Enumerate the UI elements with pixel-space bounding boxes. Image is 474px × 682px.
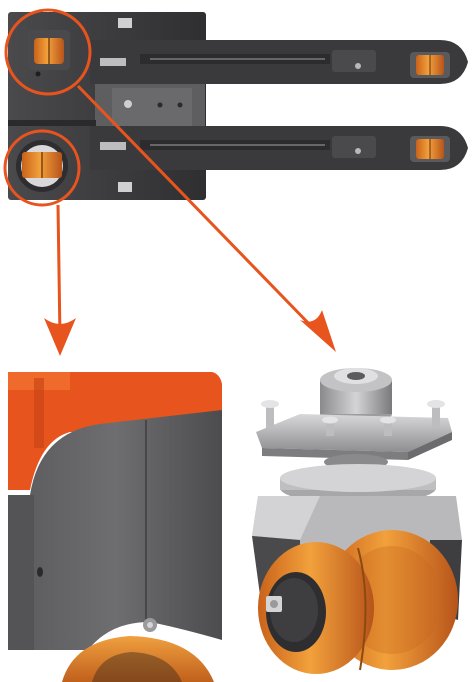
plate-side [408, 432, 452, 460]
bolt-shaft [432, 404, 440, 428]
front-wheel-hub [270, 578, 318, 642]
wheel-gap [357, 547, 367, 671]
side-detail-wheel [62, 636, 214, 682]
axle-end [270, 600, 278, 608]
upper-fork-pin [355, 63, 361, 69]
callout-circle-upper-caster [4, 8, 92, 96]
bolt-head [322, 416, 338, 424]
housing-edge [8, 495, 34, 650]
center-hole [157, 102, 163, 108]
arrow-to-caster-detail [76, 84, 317, 332]
center-hole [177, 102, 183, 108]
wheel-shadow [92, 652, 182, 682]
housing-hole [37, 567, 43, 577]
bracket-highlight [252, 496, 320, 540]
axle-bolt-head [147, 622, 153, 628]
bolt-shaft [384, 420, 392, 436]
bolt-head [380, 416, 396, 424]
bolt-shaft [326, 420, 334, 436]
bolt-shaft [266, 404, 274, 428]
upper-caster-hole [35, 71, 41, 77]
chassis-bracket [118, 182, 132, 192]
chassis-bracket [118, 18, 132, 28]
mounting-bolts [261, 400, 445, 436]
center-plate [112, 88, 192, 130]
side-detail-drive-housing [8, 372, 222, 682]
lower-fork-pin [355, 148, 361, 154]
bolt-head [427, 400, 445, 408]
chassis-clamp [100, 58, 126, 66]
cover-vent [34, 378, 44, 448]
chassis-divider [8, 120, 96, 126]
swivel-disc-top [280, 464, 436, 492]
chassis-clamp [100, 142, 126, 150]
bolt-head [261, 400, 279, 408]
mounting-plate [256, 414, 452, 452]
arrow-to-side-detail [54, 204, 65, 343]
grey-housing [8, 410, 222, 650]
caster-assembly-detail [252, 368, 462, 674]
hub-bore [347, 372, 365, 380]
arrow-head-side-detail [44, 318, 76, 356]
upper-fork-link [332, 50, 376, 72]
callout-arrows [44, 84, 336, 356]
center-bolt [124, 100, 132, 108]
lower-fork-link [332, 136, 376, 158]
top-view-forks [8, 12, 468, 200]
callout-circle-lower-caster [3, 129, 81, 207]
arrow-head-caster-detail [300, 310, 336, 352]
